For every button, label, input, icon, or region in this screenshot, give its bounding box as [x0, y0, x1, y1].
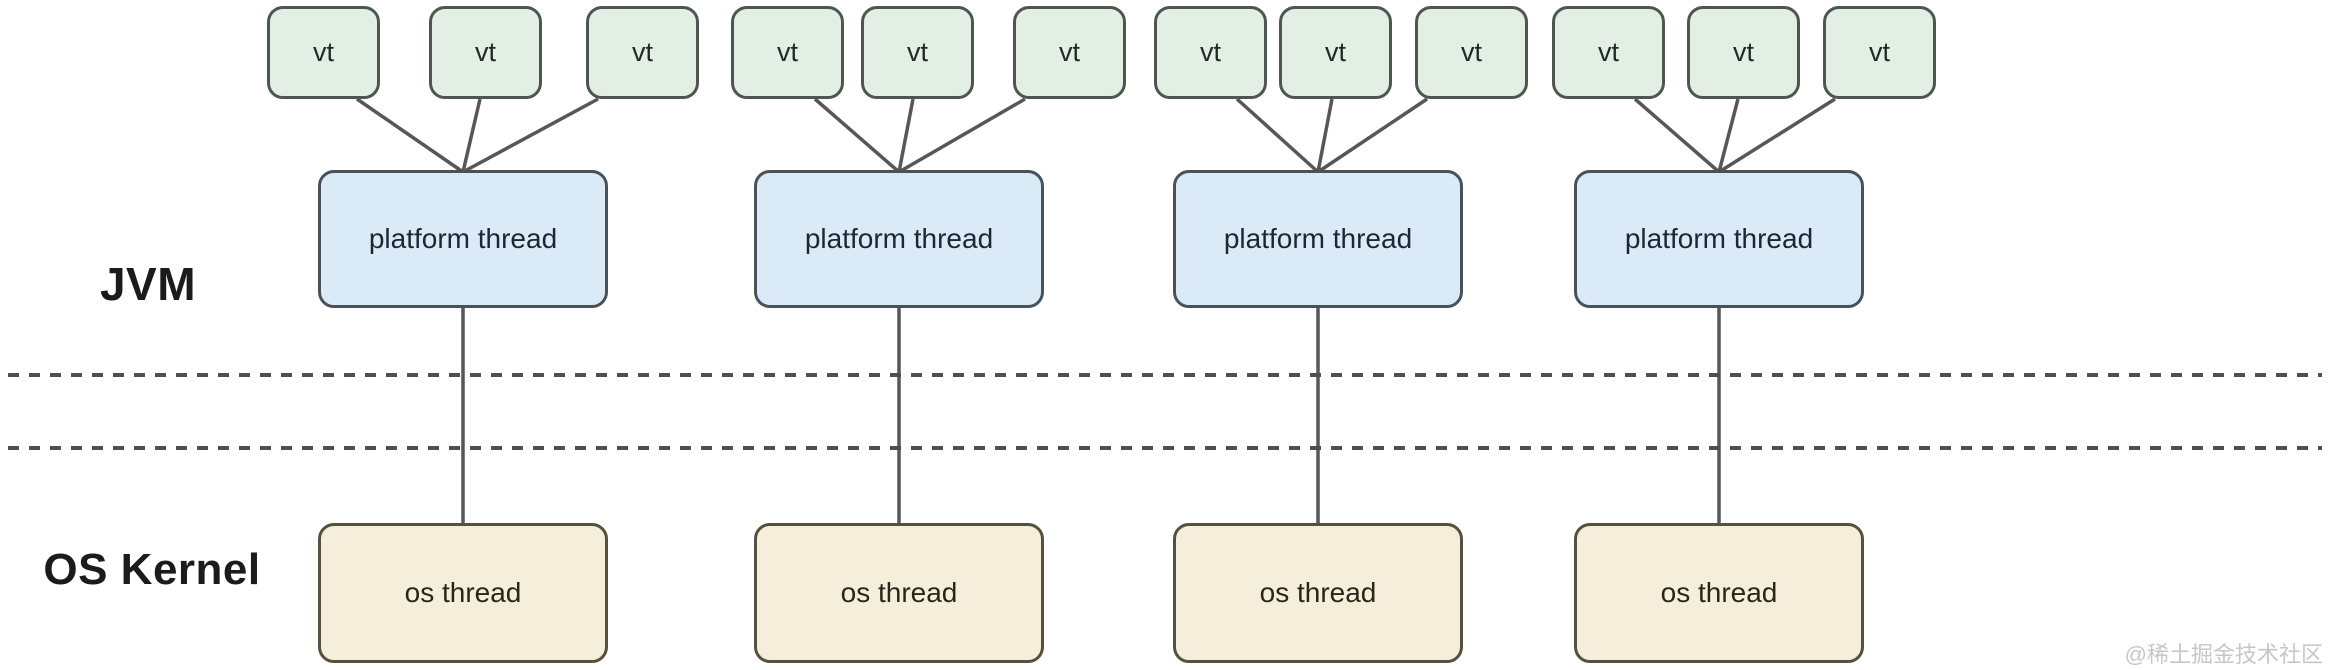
vt-box: vt — [861, 6, 974, 99]
vt-to-platform-connector — [1235, 97, 1320, 174]
vt-box: vt — [1013, 6, 1126, 99]
vt-to-platform-connector — [1317, 97, 1428, 174]
jvm-region-label: JVM — [99, 258, 197, 310]
platform-thread-box: platform thread — [1574, 170, 1864, 308]
vt-to-platform-connector — [1633, 97, 1721, 174]
os-thread-box: os thread — [754, 523, 1044, 663]
vt-to-platform-connector — [462, 97, 599, 174]
vt-box: vt — [267, 6, 380, 99]
os-thread-box: os thread — [1574, 523, 1864, 663]
vt-box: vt — [1154, 6, 1267, 99]
vt-box: vt — [731, 6, 844, 99]
watermark: @稀土掘金技术社区 — [2124, 642, 2323, 667]
vt-to-platform-connector — [813, 97, 901, 174]
vt-to-platform-connector — [356, 97, 464, 174]
vt-to-platform-connector — [1717, 98, 1740, 173]
os-thread-box: os thread — [318, 523, 608, 663]
vt-box: vt — [429, 6, 542, 99]
vt-box: vt — [1415, 6, 1528, 99]
platform-thread-box: platform thread — [1173, 170, 1463, 308]
vt-box: vt — [1823, 6, 1936, 99]
vt-to-platform-connector — [898, 97, 1026, 174]
vt-to-platform-connector — [461, 98, 482, 173]
vt-box: vt — [1552, 6, 1665, 99]
vt-to-platform-connector — [1718, 97, 1836, 174]
os-thread-box: os thread — [1173, 523, 1463, 663]
vt-to-platform-connector — [897, 98, 915, 173]
os-kernel-region-label: OS Kernel — [43, 545, 261, 594]
vt-to-platform-connector — [1316, 98, 1334, 173]
vt-box: vt — [1279, 6, 1392, 99]
platform-thread-box: platform thread — [754, 170, 1044, 308]
platform-thread-box: platform thread — [318, 170, 608, 308]
vt-box: vt — [586, 6, 699, 99]
vt-box: vt — [1687, 6, 1800, 99]
